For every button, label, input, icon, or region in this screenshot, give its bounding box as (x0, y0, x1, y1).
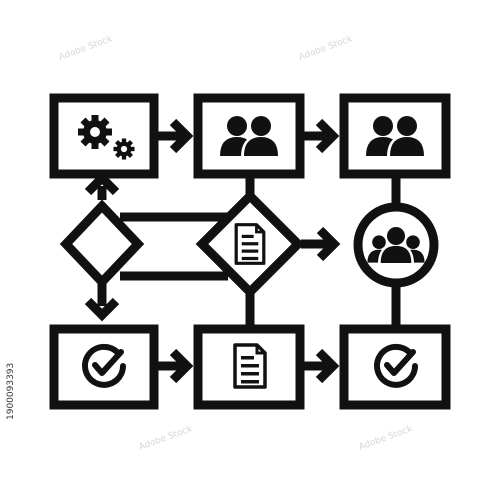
watermark-mark: Adobe Stock (298, 34, 355, 63)
two-people-icon (366, 114, 427, 157)
arrowhead-down (84, 297, 120, 322)
node-team-a (193, 93, 305, 179)
team-a-box (193, 93, 305, 179)
arrowhead-right (315, 118, 340, 154)
watermark-mark: Adobe Stock (58, 34, 115, 63)
watermark-mark: Adobe Stock (358, 424, 415, 453)
document-icon (233, 343, 267, 389)
arrowhead-right (169, 348, 194, 384)
node-approve-left (49, 324, 159, 410)
document-icon (234, 223, 266, 265)
arrowheads (84, 118, 341, 384)
node-decision-left (59, 199, 145, 289)
arrowhead-right (316, 226, 341, 262)
two-people-icon (220, 114, 281, 157)
node-approve-right (339, 324, 451, 410)
node-settings (49, 93, 159, 179)
document-box (193, 324, 305, 410)
edges (97, 131, 401, 371)
watermark-mark: Adobe Stock (138, 424, 195, 453)
team-b-box (339, 93, 451, 179)
node-decision-doc (195, 189, 305, 299)
decision-left-diamond (59, 199, 145, 289)
gears-icon (78, 115, 135, 160)
node-group (353, 202, 439, 288)
approve-right-box (339, 324, 451, 410)
group-people-icon (367, 225, 425, 264)
arrowhead-right (315, 348, 340, 384)
stock-id-text: 1900093393 (6, 363, 16, 420)
arrowhead-right (169, 118, 194, 154)
node-team-b (339, 93, 451, 179)
node-document (193, 324, 305, 410)
